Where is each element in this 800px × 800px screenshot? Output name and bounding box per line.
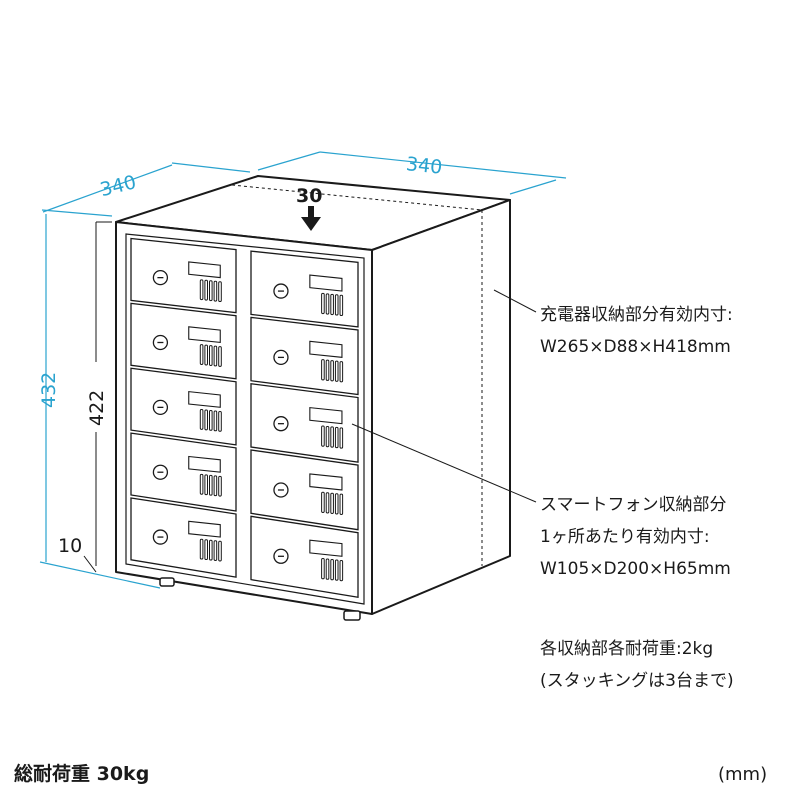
vent-slot [330, 492, 334, 514]
vent-slot [204, 344, 208, 366]
vent-slot [325, 492, 330, 514]
vent-slot [334, 559, 339, 581]
vent-slot [334, 493, 339, 515]
vent-slot [330, 559, 334, 581]
vent-slot [330, 360, 334, 382]
width-label: 340 [405, 153, 443, 179]
front-inner-frame [125, 233, 365, 605]
vent-slot [209, 410, 213, 431]
phone-note-line2: 1ヶ所あたり有効内寸: [540, 527, 710, 547]
vent-slot [199, 409, 204, 430]
vent-slot [325, 425, 330, 448]
locker-doors [130, 237, 359, 599]
name-plate [309, 539, 343, 557]
foot-height-label: 10 [58, 535, 82, 557]
locker-door[interactable] [130, 497, 237, 578]
cabinet-side-face [371, 199, 511, 615]
vent-slot [330, 293, 334, 316]
locker-door[interactable] [250, 449, 359, 531]
locker-door[interactable] [130, 432, 237, 512]
name-plate [188, 455, 221, 473]
name-plate [309, 274, 343, 292]
vent-slot [199, 538, 204, 560]
load-note: 各収納部各耐荷重:2kg (スタッキングは3台まで) [540, 639, 734, 691]
body-height-label: 422 [86, 390, 108, 426]
vent-slot [321, 558, 325, 580]
vent-slot [339, 559, 344, 582]
unit-label: (mm) [718, 764, 767, 785]
vent-slot [325, 558, 330, 580]
locker-door[interactable] [130, 302, 237, 380]
locker-door[interactable] [250, 250, 359, 328]
vent-slot [213, 410, 218, 432]
vent-slot [218, 410, 222, 432]
vent-slot [334, 426, 339, 449]
depth-label: 340 [98, 171, 139, 201]
total-load-label: 総耐荷重 30kg [14, 762, 149, 785]
charger-note-line2: W265×D88×H418mm [540, 337, 731, 357]
vent-slot [209, 345, 213, 366]
name-plate [309, 407, 343, 425]
vent-slot [321, 491, 325, 514]
vent-slot [339, 493, 344, 515]
vent-slot [218, 281, 222, 303]
vent-slot [213, 475, 218, 497]
vent-slot [321, 425, 325, 447]
cabinet-feet [159, 577, 361, 621]
vent-slot [321, 359, 325, 381]
locker-door[interactable] [130, 237, 237, 314]
vent-slot [213, 345, 218, 367]
vent-slot [213, 280, 218, 302]
hidden-edges [231, 184, 483, 566]
phone-note-line3: W105×D200×H65mm [540, 559, 731, 579]
vent-slot [339, 361, 344, 383]
locker-door[interactable] [130, 367, 237, 446]
vent-slot [209, 474, 213, 496]
name-plate [188, 326, 221, 344]
vent-slot [339, 294, 344, 317]
load-note-line2: (スタッキングは3台まで) [540, 671, 734, 691]
locker-door[interactable] [250, 316, 359, 396]
phone-note: スマートフォン収納部分 1ヶ所あたり有効内寸: W105×D200×H65mm [540, 495, 731, 579]
vent-slot [325, 359, 330, 381]
name-plate [309, 473, 343, 491]
name-plate [309, 340, 343, 358]
vent-slot [213, 540, 218, 562]
locker-door[interactable] [250, 515, 359, 599]
top-gap-label: 30 [296, 185, 322, 207]
inner-dimension-lines [83, 221, 537, 573]
vent-slot [325, 293, 330, 315]
vent-slot [209, 280, 213, 302]
phone-note-line1: スマートフォン収納部分 [540, 495, 727, 515]
vent-slot [209, 539, 213, 561]
vent-slot [204, 409, 208, 431]
vent-slot [330, 426, 334, 448]
name-plate [188, 520, 221, 538]
charger-note-line1: 充電器収納部分有効内寸: [540, 305, 733, 325]
top-gap-arrow [301, 206, 321, 231]
load-note-line1: 各収納部各耐荷重:2kg [540, 639, 713, 659]
total-height-label: 432 [38, 372, 60, 408]
vent-slot [334, 360, 339, 382]
vent-slot [321, 292, 325, 315]
locker-door[interactable] [250, 382, 359, 463]
dimension-lines [39, 151, 567, 589]
vent-slot [199, 473, 204, 495]
vent-slot [339, 427, 344, 449]
vent-slot [199, 344, 204, 365]
name-plate [188, 261, 221, 279]
vent-slot [204, 474, 208, 496]
name-plate [188, 391, 221, 408]
vent-slot [334, 294, 339, 316]
vent-slot [204, 539, 208, 561]
vent-slot [204, 279, 208, 301]
vent-slot [218, 346, 222, 367]
vent-slot [199, 279, 204, 301]
vent-slot [218, 475, 222, 497]
charger-note: 充電器収納部分有効内寸: W265×D88×H418mm [540, 305, 733, 357]
vent-slot [218, 540, 222, 562]
